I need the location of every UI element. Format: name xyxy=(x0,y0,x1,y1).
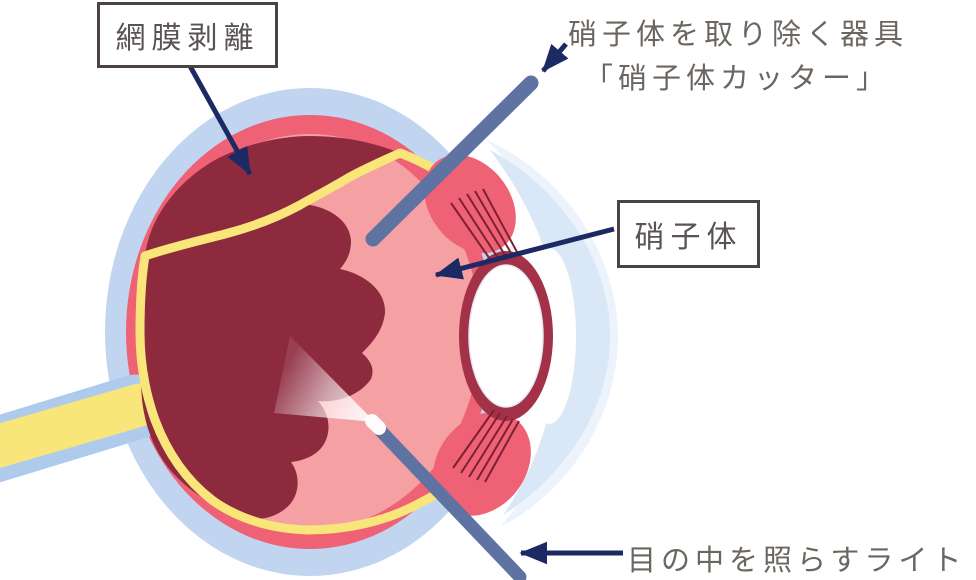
vitreous-cutter-rod xyxy=(365,75,539,247)
detached-retina-area xyxy=(140,136,400,520)
arrow-vitreous xyxy=(434,226,615,280)
light-cone xyxy=(274,336,375,422)
retina-line xyxy=(135,148,477,535)
light-probe-tip xyxy=(365,414,386,435)
label-retinal-detachment: 網膜剥離 xyxy=(115,22,260,55)
zonule-fibers-top xyxy=(450,188,518,263)
cornea xyxy=(490,150,610,515)
ciliary-body-top xyxy=(424,154,516,254)
annotation-cutter-line2: 「硝子体カッター」 xyxy=(584,63,891,95)
optic-nerve xyxy=(0,383,162,469)
annotation-cutter-line1: 硝子体を取り除く器具 xyxy=(568,19,909,51)
lens xyxy=(468,264,544,408)
annotation-light: 目の中を照らすライト xyxy=(627,545,967,577)
light-probe-rod xyxy=(370,420,527,580)
label-box-vitreous: 硝子体 xyxy=(617,200,760,268)
zonule-fibers-bottom xyxy=(452,409,520,483)
arrow-vitreous-cutter xyxy=(541,42,569,73)
ciliary-body-bottom xyxy=(433,412,531,516)
arrow-retinal-detachment xyxy=(187,64,253,176)
label-box-retinal-detachment: 網膜剥離 xyxy=(97,2,278,68)
label-vitreous: 硝子体 xyxy=(634,221,743,254)
